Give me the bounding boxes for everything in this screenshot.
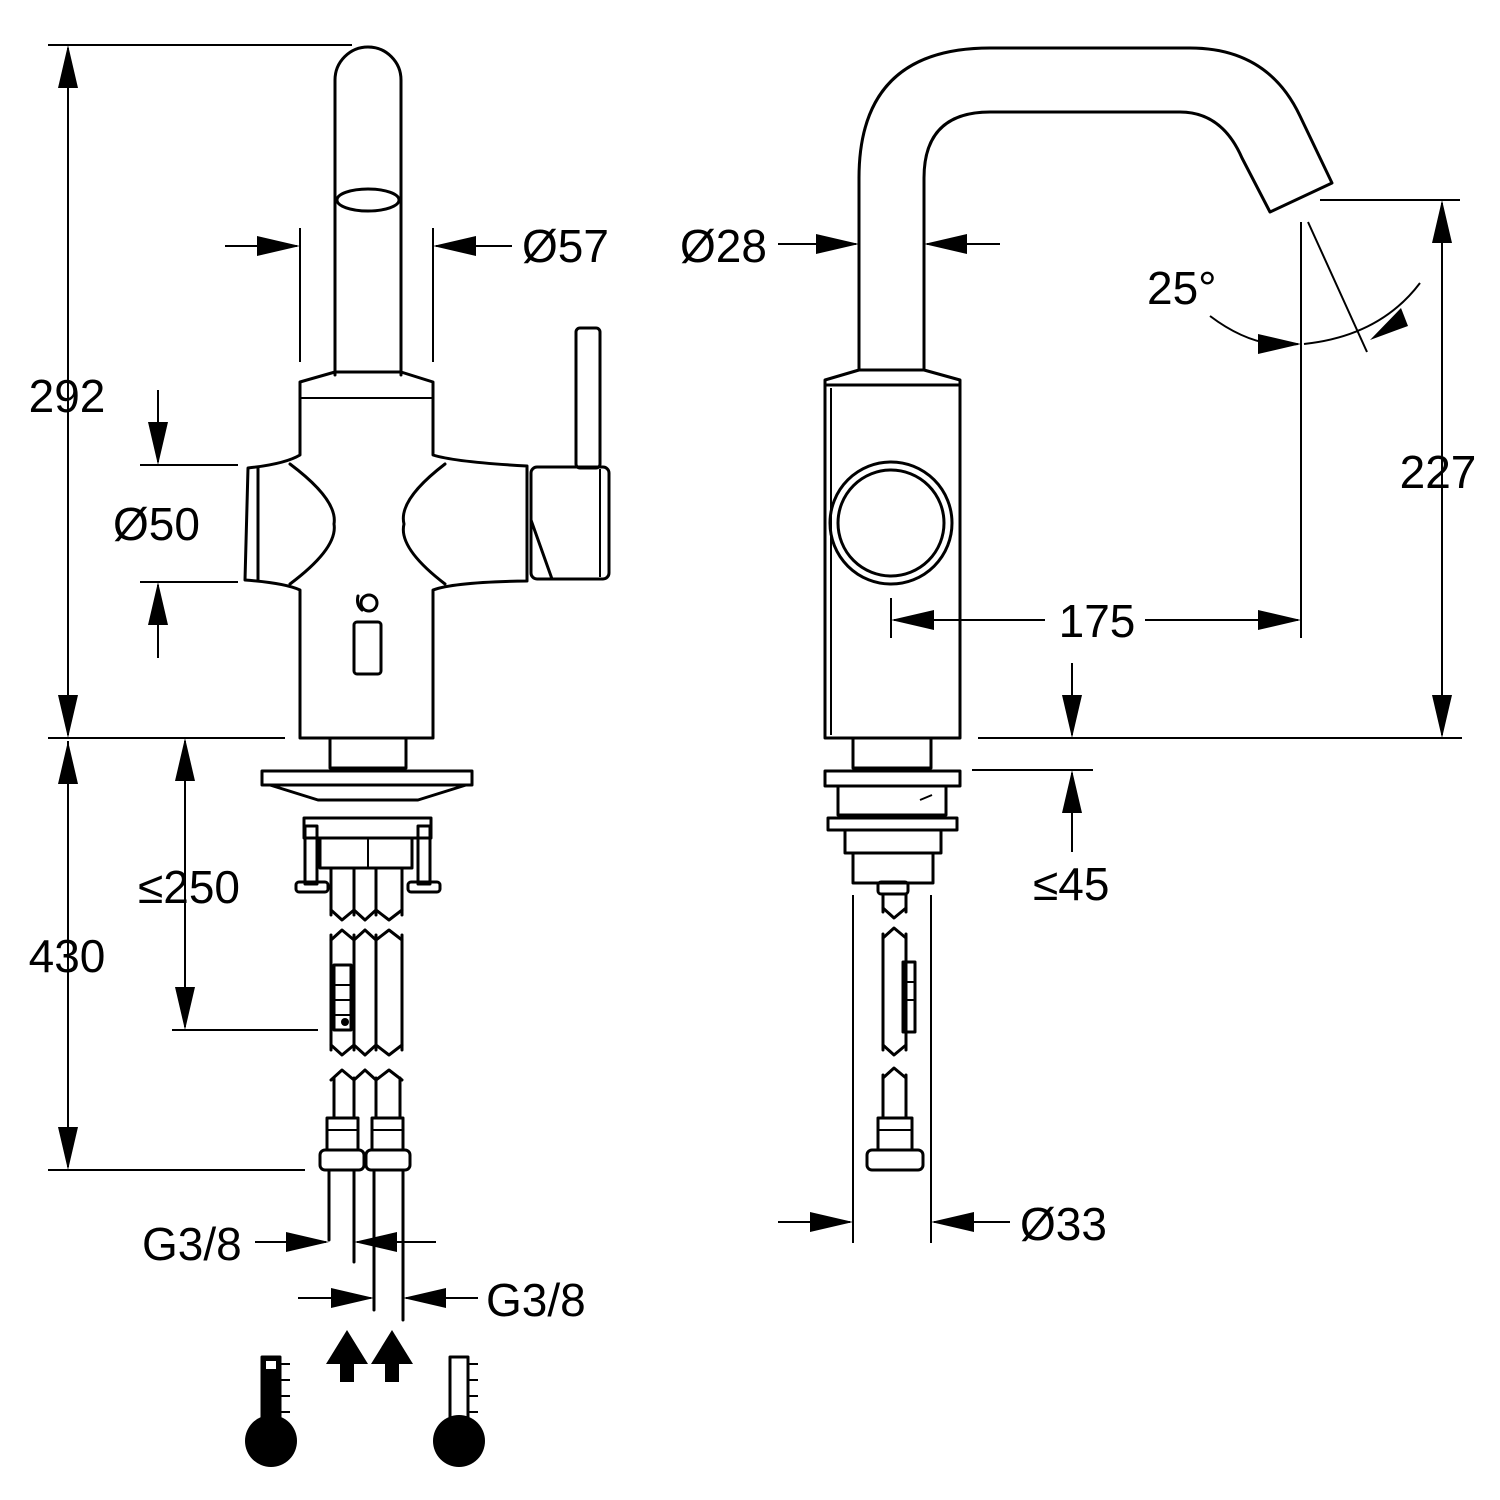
supply-symbols <box>245 1330 485 1467</box>
side-sensor-ring <box>828 460 954 586</box>
front-spout-outlet <box>335 187 401 213</box>
front-spout-tube <box>333 45 403 377</box>
front-base-mount <box>260 736 474 894</box>
sensor-icon <box>352 593 383 676</box>
label-thread-cold: G3/8 <box>486 1274 586 1326</box>
label-max-counter-side: ≤45 <box>1033 858 1109 910</box>
label-max-counter-front: ≤250 <box>138 861 240 913</box>
label-spout-reach: 175 <box>1059 595 1136 647</box>
side-view <box>823 46 1334 1172</box>
label-total-height: 292 <box>29 370 106 422</box>
front-lever-hub <box>529 465 611 581</box>
dimension-lines <box>48 44 1462 1308</box>
label-body-diameter: Ø50 <box>113 498 200 550</box>
front-view <box>243 45 611 1322</box>
label-spout-diameter-side: Ø28 <box>680 220 767 272</box>
label-spray-angle: 25° <box>1147 262 1217 314</box>
front-body <box>243 390 529 740</box>
front-lever-handle <box>574 326 602 470</box>
label-below-counter: 430 <box>29 930 106 982</box>
label-shank-diameter: Ø33 <box>1020 1198 1107 1250</box>
cold-water-thermometer-icon <box>433 1355 485 1467</box>
flow-up-arrow-icon <box>326 1330 413 1382</box>
side-base-mount <box>823 736 962 896</box>
front-supply-hoses <box>318 866 412 1322</box>
hot-water-thermometer-icon <box>245 1355 297 1467</box>
label-thread-hot: G3/8 <box>142 1218 242 1270</box>
label-spout-diameter-front: Ø57 <box>522 220 609 272</box>
dimension-labels: 292 430 Ø57 Ø50 ≤250 G3/8 G3/8 Ø28 25° 2… <box>29 220 1477 1326</box>
side-supply-hose <box>865 892 925 1172</box>
side-spout <box>857 46 1334 372</box>
side-collar <box>823 368 962 387</box>
label-spout-height: 227 <box>1400 446 1477 498</box>
front-collar <box>298 370 435 394</box>
